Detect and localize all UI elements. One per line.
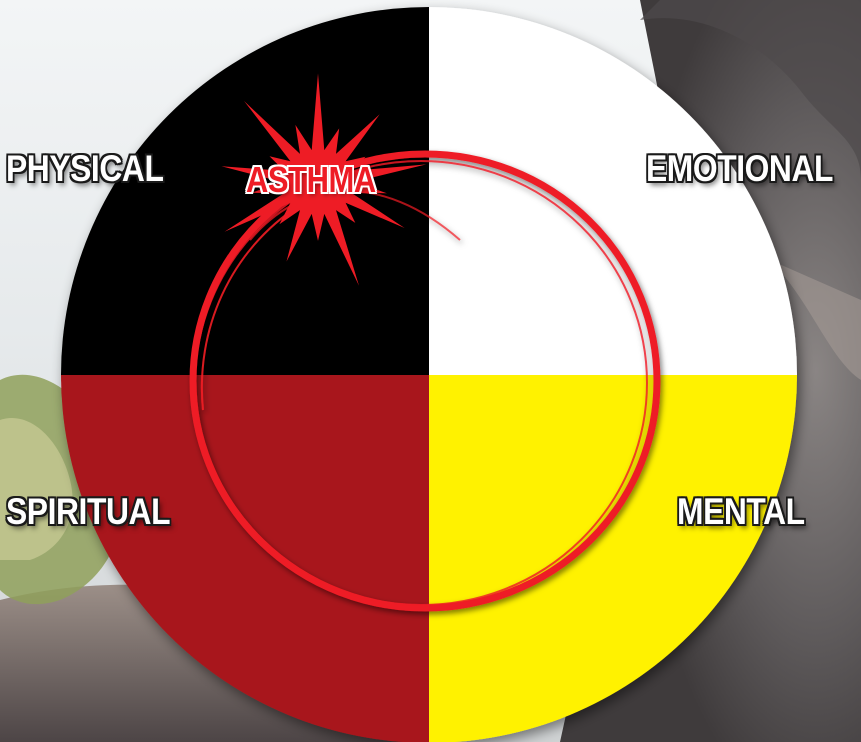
label-spiritual: SPIRITUAL [6, 493, 170, 530]
label-emotional: EMOTIONAL [646, 150, 833, 187]
label-asthma: ASTHMA [246, 162, 376, 198]
label-physical: PHYSICAL [6, 150, 163, 187]
label-mental: MENTAL [677, 493, 805, 530]
medicine-wheel [61, 7, 797, 742]
